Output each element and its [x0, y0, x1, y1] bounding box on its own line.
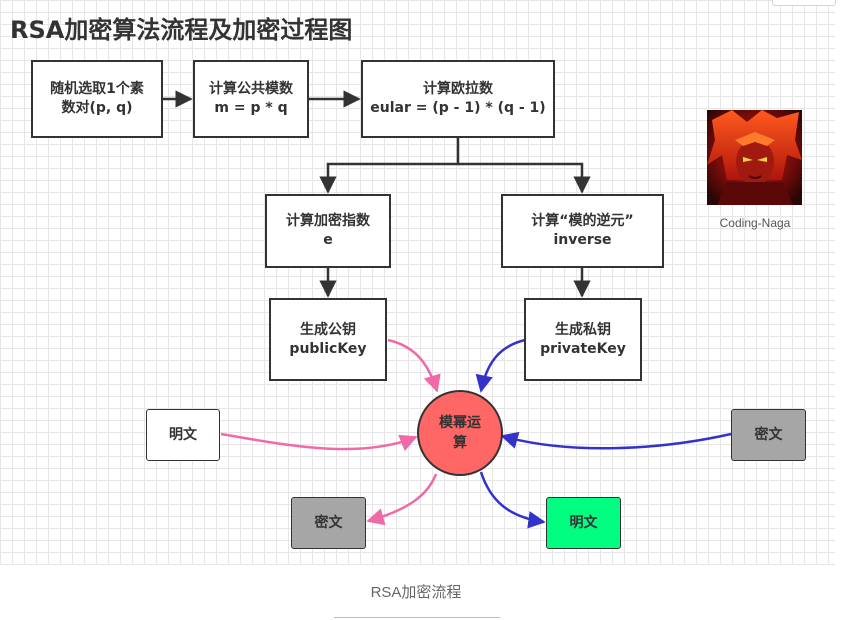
avatar-image	[707, 110, 802, 205]
connector-layer	[162, 90, 732, 529]
figure-caption: RSA加密流程	[370, 584, 462, 601]
arrow-euler-split	[319, 137, 460, 194]
node-compute-euler: 计算欧拉数 eular = (p - 1) * (q - 1)	[361, 60, 555, 138]
node-plaintext-output: 明文	[546, 497, 621, 549]
node-public-key: 生成公钥 publicKey	[269, 298, 387, 381]
node-ciphertext-output: 密文	[291, 497, 366, 549]
caption-divider	[334, 617, 500, 618]
node-plaintext-input: 明文	[146, 409, 220, 461]
avatar-label: Coding-Naga	[719, 216, 791, 230]
arrow-modexp-to-plaintext	[479, 471, 546, 529]
node-compute-modulus: 计算公共模数 m = p * q	[193, 60, 309, 138]
node-ciphertext-input: 密文	[731, 409, 806, 461]
node-modexp: 模幂运 算	[417, 390, 503, 476]
top-tab	[772, 0, 836, 6]
arrow-modexp-to-ciphertext	[366, 473, 438, 526]
arrow-euler-to-inverse	[458, 162, 591, 194]
diagram-title: RSA加密算法流程及加密过程图	[10, 16, 353, 44]
node-compute-inverse: 计算“模的逆元” inverse	[501, 194, 664, 268]
node-compute-exponent: 计算加密指数 e	[265, 194, 391, 268]
node-private-key: 生成私钥 privateKey	[524, 298, 642, 381]
arrow-public-to-modexp	[387, 338, 441, 393]
arrow-ciphertext-to-modexp	[500, 431, 732, 450]
node-select-primes: 随机选取1个素 数对(p, q)	[31, 60, 163, 138]
arrow-private-to-modexp	[475, 338, 526, 393]
arrow-plaintext-to-modexp	[220, 432, 418, 452]
